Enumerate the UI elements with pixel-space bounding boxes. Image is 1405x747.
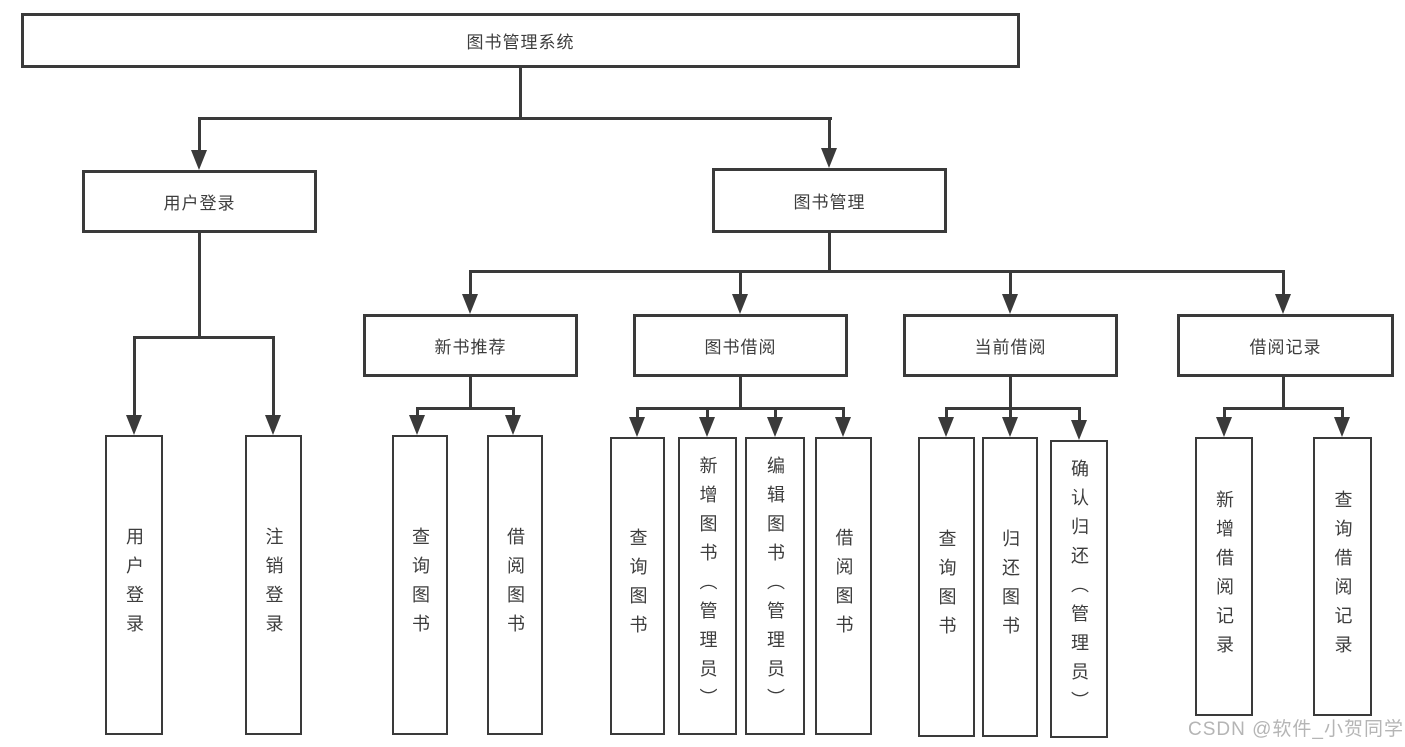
node-book-borrow: 图书借阅 (633, 314, 848, 377)
leaf-label: 查询图书 (627, 528, 648, 644)
connector-line (739, 270, 742, 296)
leaf-query-borrow-record: 查询借阅记录 (1313, 437, 1372, 716)
arrow-down-icon (265, 415, 281, 435)
arrow-down-icon (409, 415, 425, 435)
node-label: 用户登录 (163, 194, 236, 213)
arrow-down-icon (505, 415, 521, 435)
leaf-label: 归还图书 (1000, 529, 1020, 645)
arrow-down-icon (191, 150, 207, 170)
arrow-down-icon (629, 417, 645, 437)
arrow-down-icon (835, 417, 851, 437)
connector-line (706, 407, 709, 419)
leaf-edit-book-admin: 编辑图书（管理员） (745, 437, 805, 735)
leaf-borrow-books: 借阅图书 (487, 435, 543, 735)
connector-line (469, 270, 1285, 273)
node-borrow-record: 借阅记录 (1177, 314, 1394, 377)
connector-line (1282, 377, 1285, 409)
leaf-label: 借阅图书 (833, 528, 854, 644)
connector-line (774, 407, 777, 419)
connector-line (636, 407, 844, 410)
leaf-label: 编辑图书（管理员） (765, 455, 785, 717)
leaf-borrow-books: 借阅图书 (815, 437, 872, 735)
connector-line (1282, 270, 1285, 296)
node-user-login: 用户登录 (82, 170, 317, 233)
arrow-down-icon (1071, 420, 1087, 440)
node-root-label: 图书管理系统 (466, 33, 575, 52)
leaf-query-books: 查询图书 (610, 437, 665, 735)
arrow-down-icon (732, 294, 748, 314)
leaf-label: 用户登录 (124, 527, 144, 643)
leaf-add-book-admin: 新增图书（管理员） (678, 437, 737, 735)
leaf-label: 注销登录 (263, 527, 284, 643)
arrow-down-icon (938, 417, 954, 437)
connector-line (945, 407, 948, 419)
connector-line (636, 407, 639, 419)
leaf-label: 确认归还（管理员） (1069, 458, 1089, 720)
watermark: CSDN @软件_小贺同学 (1188, 719, 1404, 740)
connector-line (512, 407, 515, 417)
connector-line (272, 336, 275, 417)
arrow-down-icon (126, 415, 142, 435)
arrow-down-icon (1002, 417, 1018, 437)
leaf-user-login: 用户登录 (105, 435, 163, 735)
node-book-management: 图书管理 (712, 168, 947, 233)
leaf-confirm-return-admin: 确认归还（管理员） (1050, 440, 1108, 738)
connector-line (1341, 407, 1344, 419)
connector-line (416, 407, 419, 417)
arrow-down-icon (1216, 417, 1232, 437)
connector-line (133, 336, 275, 339)
node-label: 图书借阅 (704, 338, 777, 357)
connector-line (1009, 270, 1012, 296)
connector-line (519, 68, 522, 118)
connector-line (469, 270, 472, 296)
connector-line (198, 117, 832, 120)
leaf-return-books: 归还图书 (982, 437, 1038, 737)
arrow-down-icon (1002, 294, 1018, 314)
connector-line (469, 377, 472, 409)
connector-line (133, 336, 136, 417)
leaf-query-books: 查询图书 (392, 435, 448, 735)
connector-line (739, 377, 742, 409)
leaf-add-borrow-record: 新增借阅记录 (1195, 437, 1253, 716)
node-label: 借阅记录 (1249, 338, 1322, 357)
arrow-down-icon (821, 148, 837, 168)
arrow-down-icon (767, 417, 783, 437)
node-current-borrow: 当前借阅 (903, 314, 1118, 377)
leaf-label: 查询借阅记录 (1332, 489, 1353, 664)
connector-line (828, 233, 831, 273)
connector-line (1009, 377, 1012, 409)
leaf-label: 借阅图书 (505, 527, 525, 643)
connector-line (1223, 407, 1226, 419)
arrow-down-icon (699, 417, 715, 437)
leaf-label: 新增借阅记录 (1214, 489, 1234, 664)
connector-line (198, 233, 201, 338)
leaf-label: 新增图书（管理员） (697, 455, 718, 717)
connector-line (828, 117, 831, 150)
node-root: 图书管理系统 (21, 13, 1020, 68)
arrow-down-icon (1334, 417, 1350, 437)
arrow-down-icon (462, 294, 478, 314)
leaf-label: 查询图书 (410, 527, 430, 643)
connector-line (1223, 407, 1344, 410)
node-label: 图书管理 (793, 193, 866, 212)
node-label: 新书推荐 (434, 338, 507, 357)
connector-line (1078, 407, 1081, 421)
leaf-logout: 注销登录 (245, 435, 302, 735)
connector-line (416, 407, 515, 410)
node-new-book-recommend: 新书推荐 (363, 314, 578, 377)
leaf-label: 查询图书 (936, 529, 957, 645)
connector-line (1009, 407, 1012, 419)
connector-line (945, 407, 1081, 410)
node-label: 当前借阅 (974, 338, 1047, 357)
leaf-query-books: 查询图书 (918, 437, 975, 737)
connector-line (198, 117, 201, 152)
arrow-down-icon (1275, 294, 1291, 314)
connector-line (842, 407, 845, 419)
